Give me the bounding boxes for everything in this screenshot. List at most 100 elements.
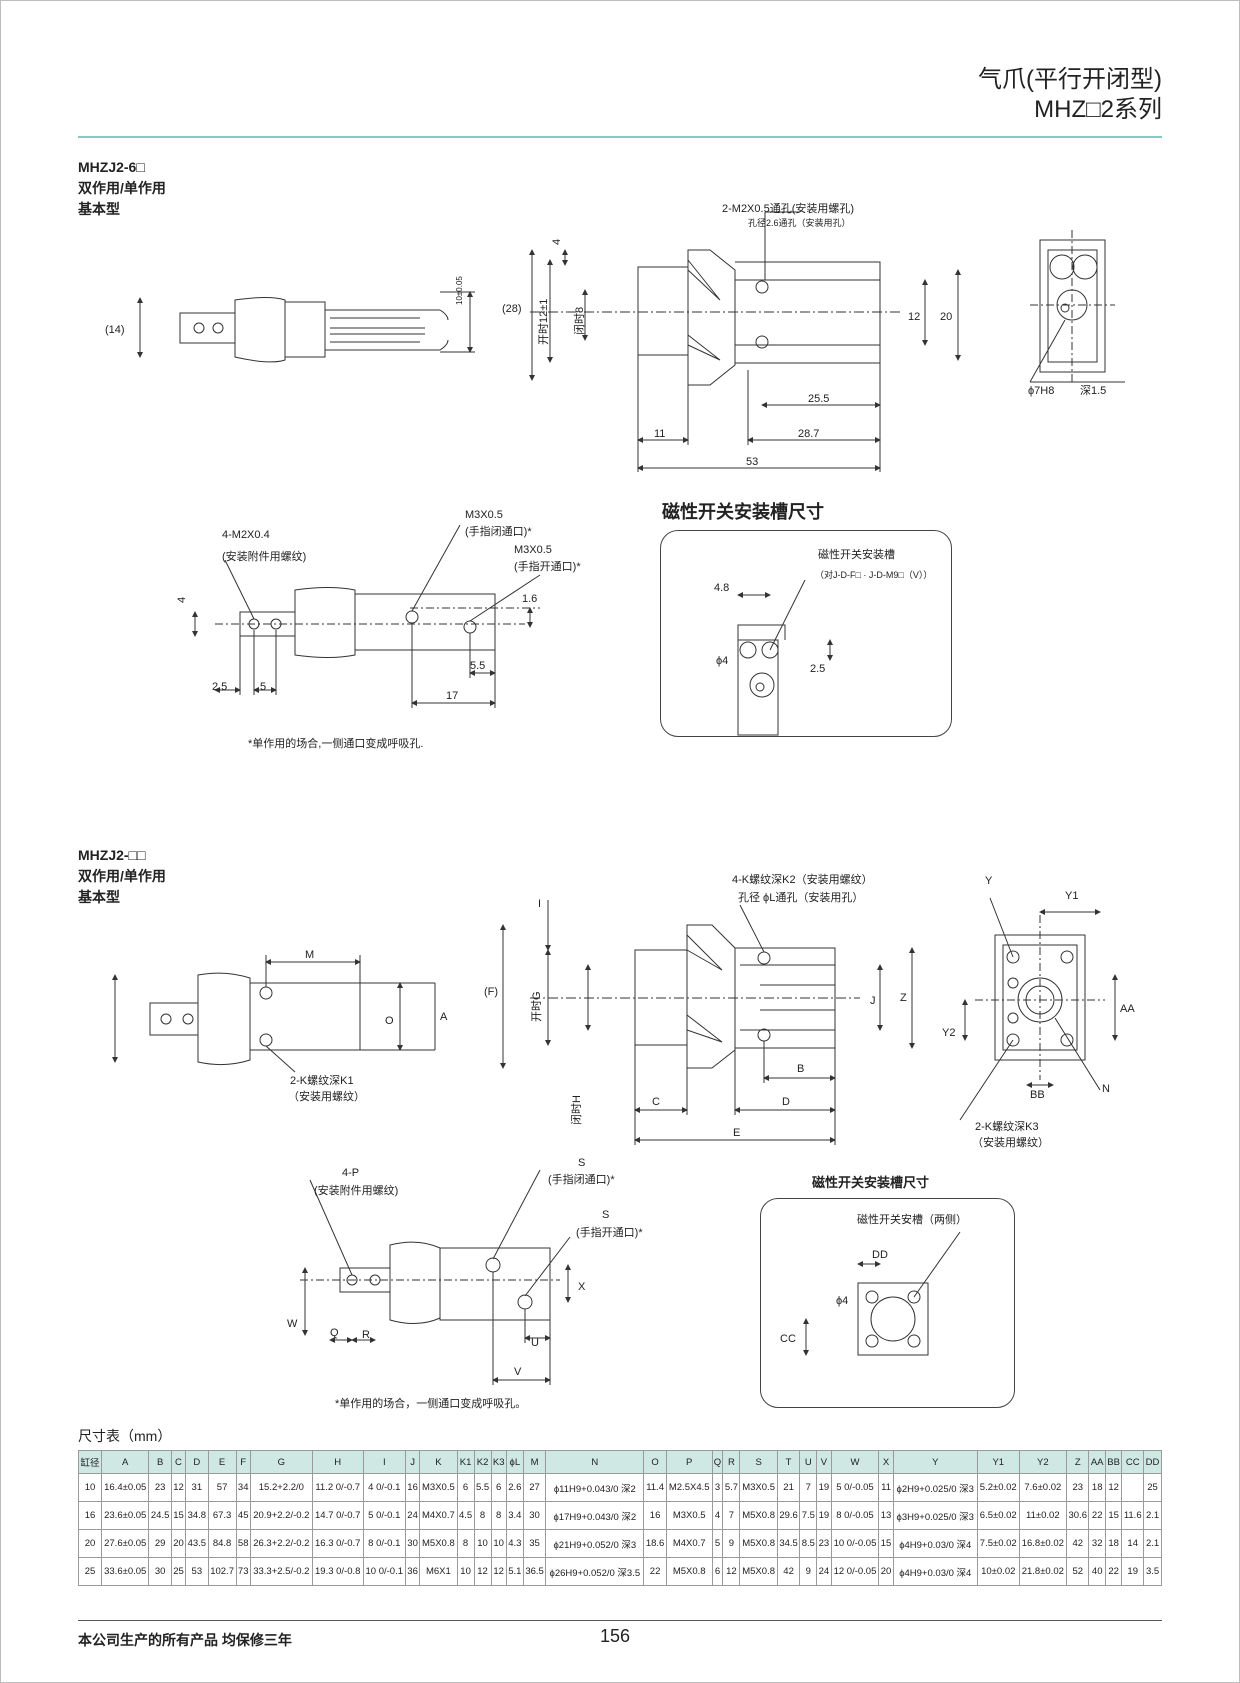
d3-N: N [1102,1083,1110,1095]
drawing2-top-view [192,524,541,708]
table-cell: 22 [643,1557,667,1586]
table-cell: 36.5 [522,1557,547,1586]
table-header-cell: K2 [473,1450,492,1474]
table-header-cell: E [207,1450,237,1474]
table-header-cell: S [739,1450,778,1474]
table-header-cell: K3 [490,1450,507,1474]
table-cell: 5 0/-0.1 [362,1501,406,1530]
table-cell: 8 0/-0.1 [362,1529,406,1558]
d3-A: A [440,1011,448,1023]
table-header-cell: H [311,1450,364,1474]
table-cell: 3.5 [1143,1557,1162,1586]
table-cell: M3X0.5 [419,1473,458,1502]
table-cell: ϕ21H9+0.052/0 深3 [545,1529,645,1558]
drawing1-front-view [529,211,961,472]
table-cell: 30.6 [1065,1501,1090,1530]
table-cell: 32 [1088,1529,1106,1558]
d3-E: E [733,1127,740,1139]
d1-dim-53: 53 [746,456,758,468]
drawing4-top-view [300,1169,571,1385]
table-header-cell: DD [1143,1450,1162,1474]
table-header-cell: R [722,1450,741,1474]
switch-slot-1-drawing [737,579,833,736]
table-cell: 19.3 0/-0.8 [311,1557,364,1586]
table-cell: 7 [722,1501,741,1530]
table-cell: 20.9+2.2/-0.2 [249,1501,313,1530]
series-name: MHZ□2系列 [1034,96,1162,123]
table-cell: 10 [490,1529,507,1558]
table-cell: 14.7 0/-0.7 [311,1501,364,1530]
footer-rule [78,1620,1162,1621]
table-cell: 20 [170,1529,187,1558]
d4-X: X [578,1281,586,1293]
d2-dim-25: 2.5 [212,681,227,693]
table-cell: 23 [816,1529,832,1558]
table-cell: 16.8±0.02 [1018,1529,1067,1558]
d2-port2-b: (手指开通口)* [514,559,581,573]
table-cell: 11.4 [643,1473,667,1502]
table-cell: 12 [1104,1473,1123,1502]
table-cell: 7 [799,1473,818,1502]
d3-C: C [652,1096,660,1108]
table-header-cell: M [522,1450,547,1474]
table-header-cell: Q [711,1450,724,1474]
table-header-cell: C [170,1450,187,1474]
d1-hole-note1: 2-M2X0.5通孔(安装用螺孔) [722,201,854,215]
d3-K-note2: （安装用螺纹） [288,1089,365,1103]
sw1-dim-25: 2.5 [810,663,825,675]
table-cell: 11.6 [1121,1501,1145,1530]
table-cell: 42 [776,1557,801,1586]
table-cell: 5.7 [722,1473,741,1502]
table-cell: ϕ3H9+0.025/0 深3 [892,1501,978,1530]
table-cell: 18 [1104,1529,1123,1558]
drawing3-front-view [500,900,915,1145]
table-cell: 16 [643,1501,667,1530]
table-header-cell: Z [1065,1450,1090,1474]
table-cell: ϕ26H9+0.052/0 深3.5 [545,1557,645,1586]
section2-action: 双作用/单作用 [78,868,166,884]
table-cell: 15 [1104,1501,1123,1530]
table-cell: 34 [235,1473,251,1502]
table-cell: 24 [816,1557,832,1586]
table-cell: 19 [816,1501,832,1530]
d1-hole-note2: 孔径2.6通孔（安装用孔） [748,217,851,228]
d1-dim-11: 11 [654,428,665,440]
d2-dim-16: 1.6 [522,593,537,605]
table-header-cell: P [665,1450,713,1474]
drawing2-note: *单作用的场合,一侧通口变成呼吸孔. [248,738,424,750]
switch-slot-title-1: 磁性开关安装槽尺寸 [662,502,824,522]
section1-action: 双作用/单作用 [78,180,166,196]
table-cell: 20 [878,1557,894,1586]
table-cell: 12 0/-0.05 [830,1557,880,1586]
table-cell: 11.2 0/-0.7 [311,1473,364,1502]
table-header-cell: N [545,1450,645,1474]
table-cell: 15 [878,1529,894,1558]
drawing3-side-view [112,955,436,1073]
table-cell: 16 [404,1473,421,1502]
d1-dim-4: 4 [551,239,563,245]
section2-type: 基本型 [78,889,120,905]
table-cell: 19 [1121,1557,1145,1586]
table-header-cell: Y2 [1018,1450,1067,1474]
table-header-cell: X [878,1450,894,1474]
drawing3-end-view [959,897,1118,1121]
table-cell: 12 [473,1557,492,1586]
d3-K-note1: 2-K螺纹深K1 [290,1073,354,1087]
table-cell: 7.5±0.02 [976,1529,1020,1558]
table-cell: 14 [1121,1529,1145,1558]
table-cell: 16 [77,1501,103,1530]
table-cell: 10 [456,1557,475,1586]
table-cell: 40 [1088,1557,1106,1586]
table-cell: 21 [776,1473,801,1502]
table-cell: 16.4±0.05 [101,1473,150,1502]
table-header-cell: D [185,1450,209,1474]
table-header-cell: U [799,1450,818,1474]
d4-Q: Q [330,1327,339,1339]
table-cell: 3.4 [505,1501,524,1530]
d1-close-8: 闭时8 [573,307,586,335]
d2-thread-note2: (安装附件用螺纹) [222,549,306,563]
table-cell: 12 [490,1557,507,1586]
sw1-label2: （对J-D-F□ · J-D-M9□（V）） [815,569,932,580]
